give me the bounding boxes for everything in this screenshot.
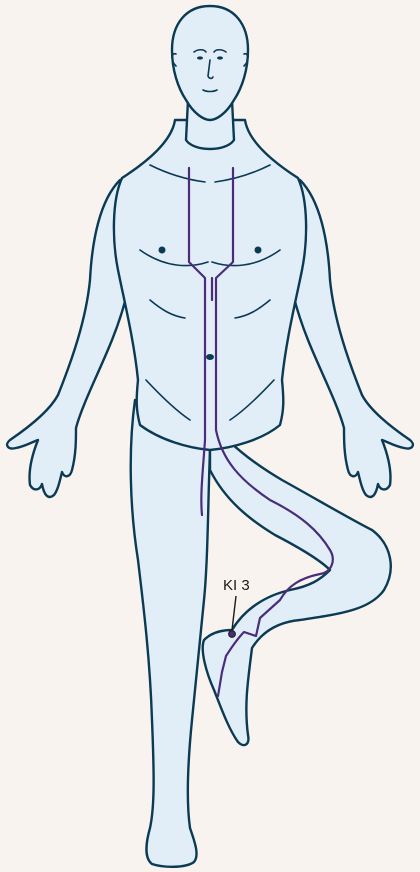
ki3-point-marker [229,631,236,638]
ki3-point-label: KI 3 [223,577,250,594]
torso [114,120,306,450]
standing-leg [131,400,210,867]
